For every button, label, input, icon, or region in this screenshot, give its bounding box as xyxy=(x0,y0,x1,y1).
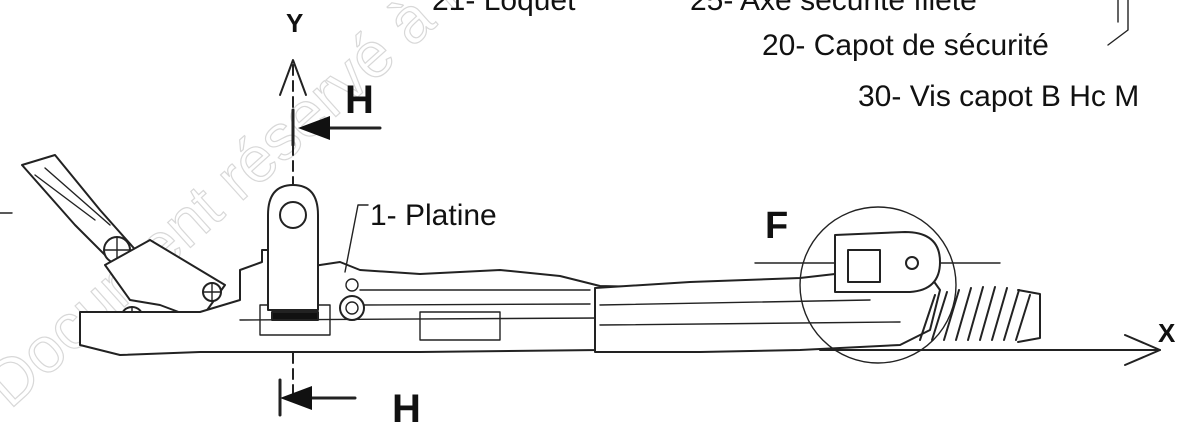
axis-y-arrow xyxy=(279,59,307,96)
detail-f-mechanism xyxy=(834,231,941,293)
label-vis-capot: 30- Vis capot B Hc M xyxy=(858,80,1139,113)
spring-coils xyxy=(919,286,1031,341)
label-capot-securite: 20- Capot de sécurité xyxy=(762,29,1049,62)
section-h-top-arrow xyxy=(298,116,330,140)
capot-lines xyxy=(599,299,901,326)
label-platine: 1- Platine xyxy=(370,199,497,232)
section-h-bottom-arrow xyxy=(280,386,312,410)
loquet-foot xyxy=(271,311,319,321)
lever-right-pin-cross xyxy=(202,282,222,302)
lever-body xyxy=(104,239,226,321)
section-h-bottom: H xyxy=(392,387,421,426)
platine-slot xyxy=(419,311,501,341)
lever-hatch xyxy=(34,167,111,226)
label-loquet: 21- Loquet xyxy=(432,0,576,17)
lever xyxy=(21,154,226,330)
loquet-axis-hole xyxy=(279,201,307,229)
platine-hole xyxy=(345,278,359,292)
detail-f-pin xyxy=(905,256,919,270)
platine-screw-inner xyxy=(345,301,359,315)
detail-f-circle xyxy=(799,206,957,364)
section-h-top: H xyxy=(345,78,374,122)
axis-x-arrow xyxy=(1124,334,1161,366)
axis-y-label: Y xyxy=(286,8,303,38)
loquet xyxy=(267,184,319,321)
leader-line-capot xyxy=(1107,0,1129,46)
spring xyxy=(919,286,1041,343)
label-axe-securite: 25- Axe sécurité fileté xyxy=(690,0,977,17)
detail-f-block xyxy=(847,249,881,283)
detail-f-label: F xyxy=(765,205,788,247)
leader-line-platine xyxy=(344,204,369,273)
spring-end xyxy=(1017,289,1041,343)
axis-x-label: X xyxy=(1158,318,1176,348)
